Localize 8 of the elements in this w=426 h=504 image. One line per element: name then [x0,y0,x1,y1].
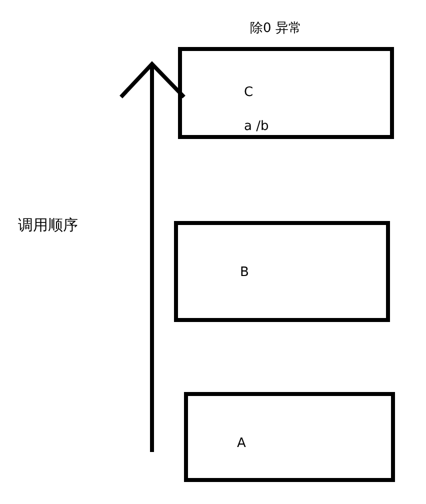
process-box [174,221,390,322]
axis-label: 调用顺序 [18,216,78,235]
node-label: B [240,265,249,280]
code-text: a /b [244,119,269,134]
heading: 除0 异常 [250,20,302,37]
process-box [184,392,395,482]
node-label: A [237,436,246,451]
node-label: C [244,85,254,100]
